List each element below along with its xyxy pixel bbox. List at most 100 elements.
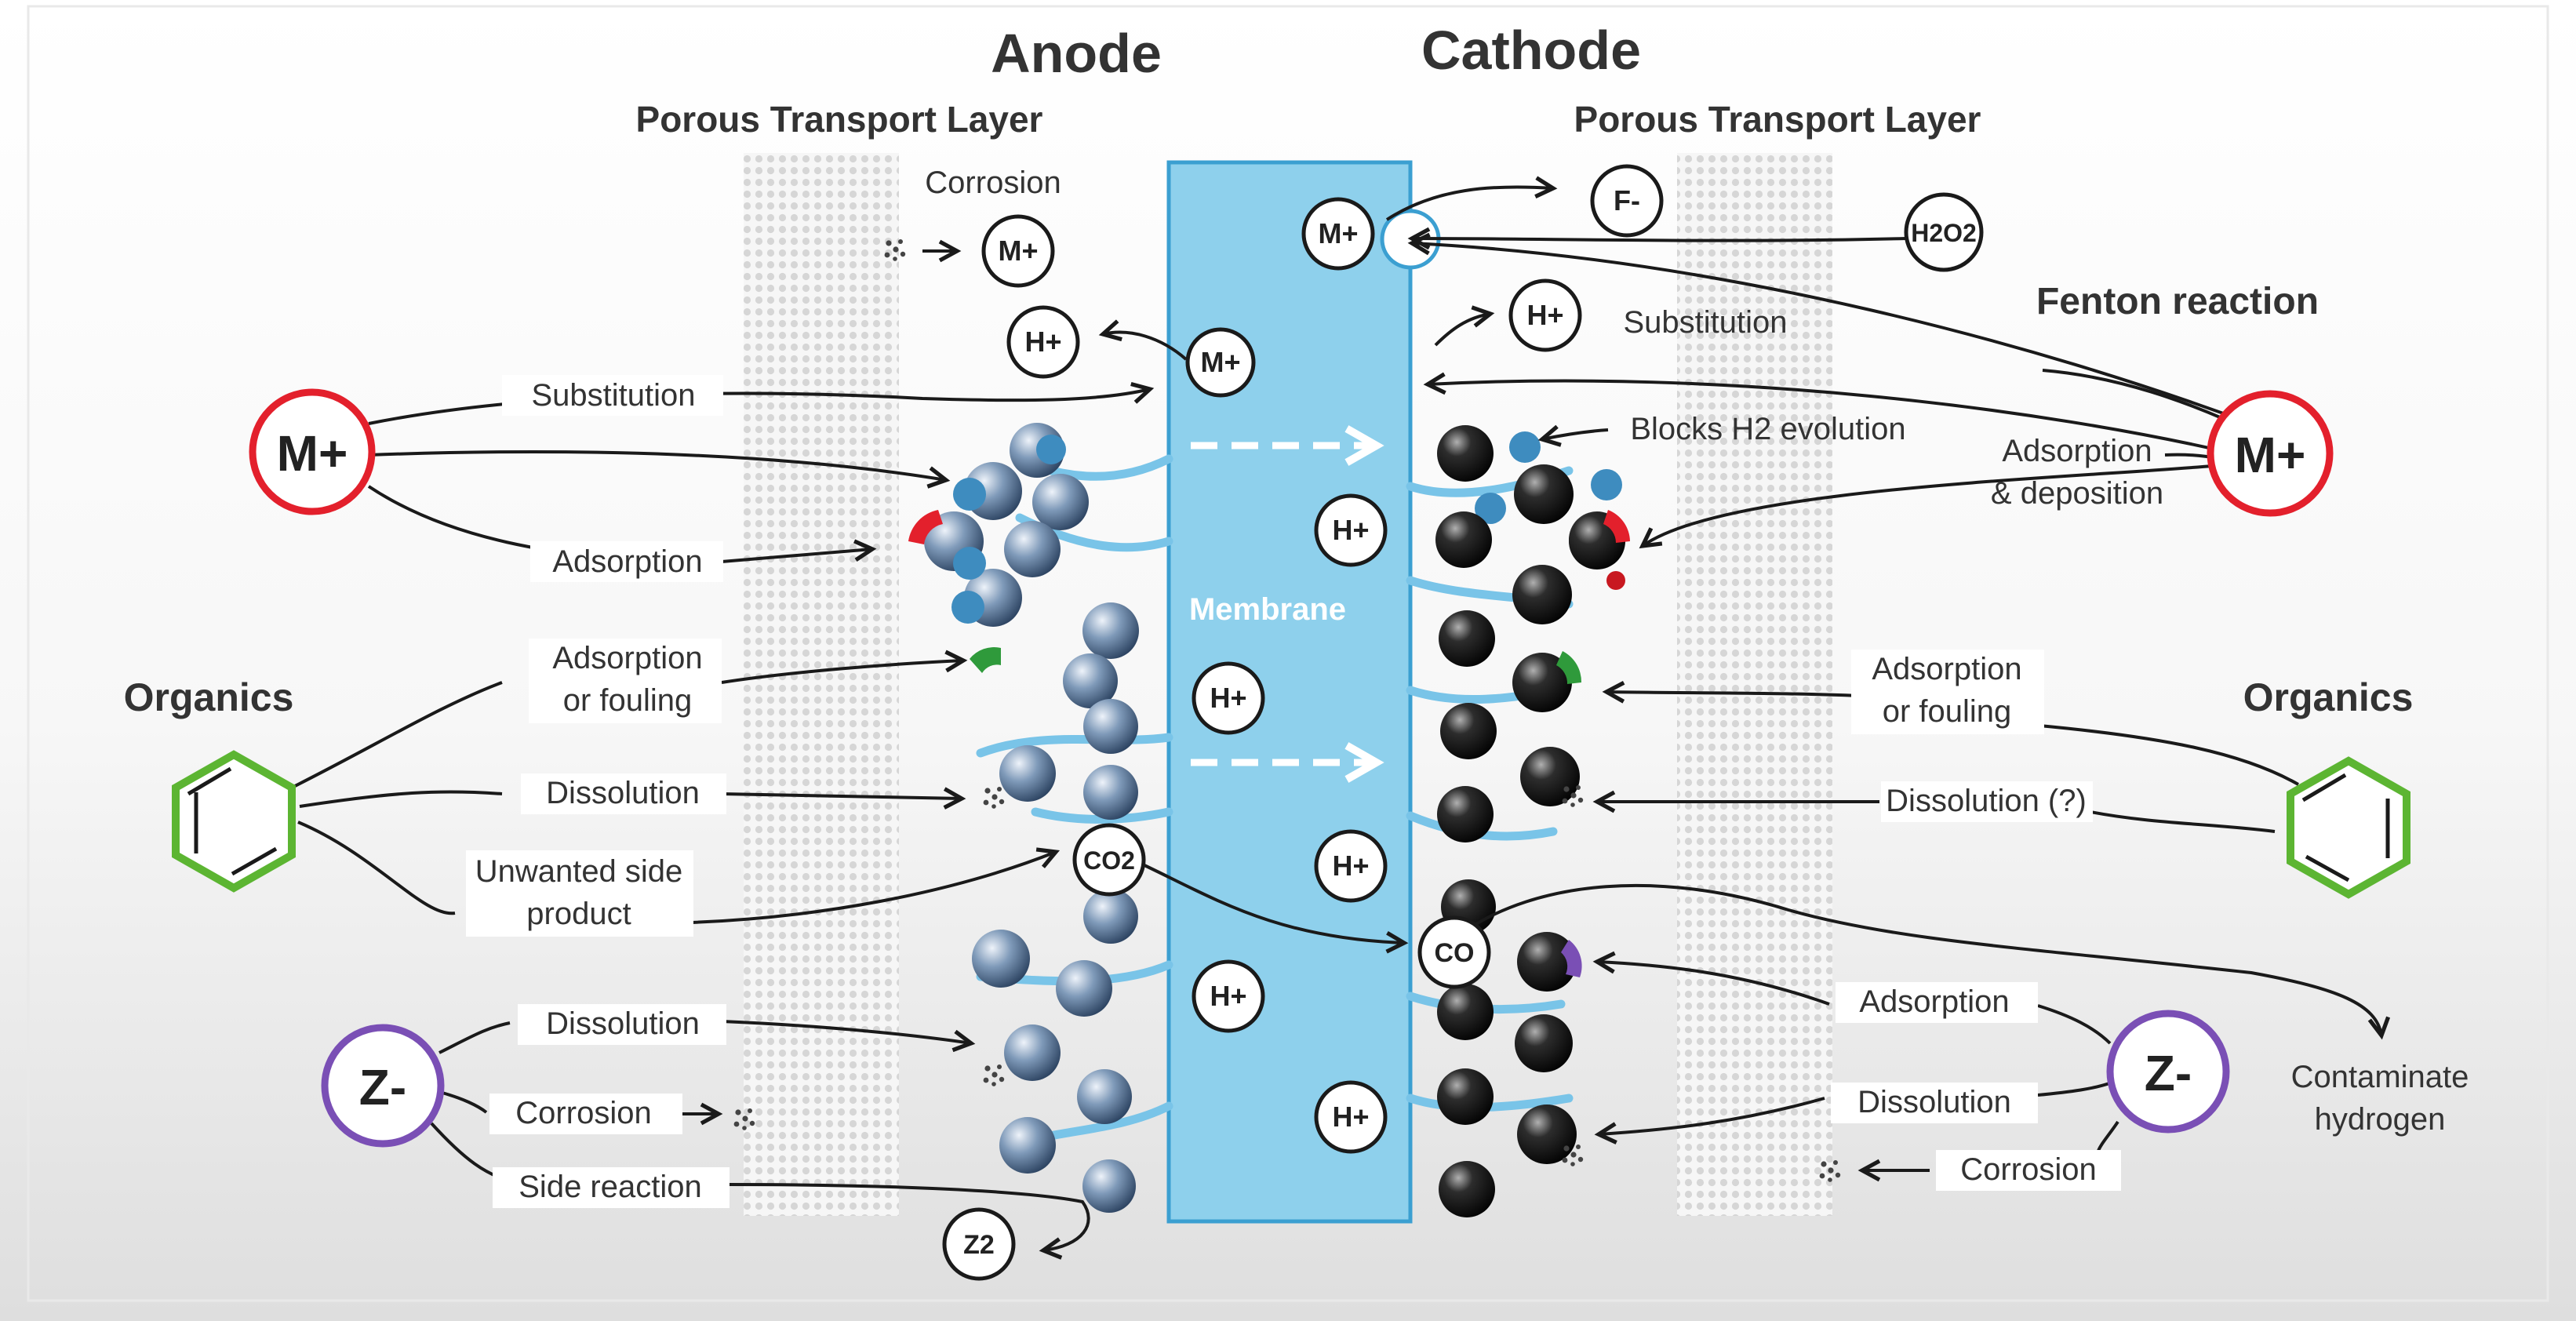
anode-particle xyxy=(1082,1159,1136,1213)
h-plus-membrane-3 xyxy=(1314,829,1388,903)
anion-source-right: Z- xyxy=(2106,1010,2230,1134)
arrow-adsorption-deposition xyxy=(1639,463,2232,549)
adsorbed-m-ion xyxy=(953,478,986,511)
f-minus-label: F- xyxy=(1614,184,1640,217)
cathode-particle xyxy=(1515,1014,1573,1072)
cathode-particle xyxy=(1520,747,1580,806)
adsorption-fouling-left-line1: Adsorption xyxy=(552,641,702,675)
arrow-dissolution-right xyxy=(1594,1097,1825,1145)
anode-particle xyxy=(1004,521,1061,577)
anode-particle xyxy=(1056,960,1112,1017)
anode-particle xyxy=(1083,699,1138,754)
adsorbed-organic-cap-cathode xyxy=(1556,651,1582,684)
cathode-particle xyxy=(1517,932,1577,992)
adsorbed-m-ion xyxy=(1591,469,1622,500)
organics-right-heading: Organics xyxy=(2243,675,2414,719)
metal-ion-source-left: M+ xyxy=(249,388,376,515)
h-plus-membrane-2-label: H+ xyxy=(1210,682,1246,714)
organics-hexagon-left xyxy=(172,750,296,893)
h-plus-membrane-1-label: H+ xyxy=(1332,514,1369,546)
cathode-heading: Cathode xyxy=(1421,20,1641,81)
unwanted-side-product-line2: product xyxy=(526,897,631,931)
arrow-adsorption-right xyxy=(1592,951,1830,1006)
cathode-ptl-heading: Porous Transport Layer xyxy=(1574,99,1981,140)
unwanted-side-product-line1: Unwanted side xyxy=(475,854,683,889)
metal-ion-left-label: M+ xyxy=(277,425,348,482)
corrosion-top-label: Corrosion xyxy=(925,166,1061,200)
cathode-particle xyxy=(1437,786,1494,842)
adsorbed-metal-cap-cathode xyxy=(1603,510,1630,543)
cathode-particle xyxy=(1512,565,1572,624)
adsorption-deposition-line2: & deposition xyxy=(1991,476,2163,511)
substitution-left-label: Substitution xyxy=(531,378,695,413)
adsorption-right-label: Adsorption xyxy=(1859,984,2009,1019)
metal-ion-source-right: M+ xyxy=(2207,390,2334,517)
cathode-particle xyxy=(1439,610,1495,667)
organics-left-heading: Organics xyxy=(124,675,294,719)
anion-left-circle xyxy=(321,1024,445,1148)
corrosion-z-left-label: Corrosion xyxy=(515,1096,651,1130)
h-plus-membrane-5 xyxy=(1314,1080,1388,1154)
adsorbed-metal-cap-anode xyxy=(908,510,943,544)
dissolution-z-left-label: Dissolution xyxy=(546,1006,700,1041)
h-plus-top-left xyxy=(1006,305,1080,379)
adsorbed-h-ion xyxy=(951,591,984,624)
arrow-substitution-right xyxy=(1423,372,2241,457)
fenton-reaction-heading: Fenton reaction xyxy=(2036,281,2319,322)
arrow-to-h-right xyxy=(1434,305,1495,347)
adsorbed-m-ion xyxy=(1475,493,1506,524)
metal-ion-left-circle xyxy=(249,388,376,515)
cathode-particle xyxy=(1512,653,1572,712)
metal-ion-right-label: M+ xyxy=(2235,427,2306,483)
anode-particle xyxy=(1077,1069,1132,1124)
m-plus-notch xyxy=(1301,197,1375,271)
cathode-porous-transport-layer xyxy=(1677,153,1832,1216)
substitution-right-label: Substitution xyxy=(1623,305,1787,340)
proton-flow-arrows xyxy=(1191,425,1384,783)
cathode-particle xyxy=(1517,1104,1577,1164)
m-plus-corrosion xyxy=(981,214,1055,288)
cathode-particle xyxy=(1437,1068,1494,1125)
h-plus-top-left-label: H+ xyxy=(1024,326,1061,358)
co2 xyxy=(1072,823,1146,897)
anion-right-circle xyxy=(2106,1010,2230,1134)
h-plus-substitution-right-label: H+ xyxy=(1526,299,1563,331)
ion-circles: M+ H+ M+ M+ F- H2O2 H+ H+ H+ H+ H+ H+ CO… xyxy=(942,164,1984,1281)
anode-particle xyxy=(1082,602,1139,659)
adsorbed-h-ion xyxy=(953,547,986,580)
dissolution-left-label: Dissolution xyxy=(546,776,700,810)
arrow-unwanted-product xyxy=(689,847,1061,924)
z2-label: Z2 xyxy=(963,1230,995,1260)
corrosion-right-label: Corrosion xyxy=(1960,1152,2096,1187)
anode-particle xyxy=(1083,889,1138,944)
co-label: CO xyxy=(1435,938,1475,968)
dissolution-right-label: Dissolution xyxy=(1857,1085,2011,1119)
anion-left-label: Z- xyxy=(359,1059,406,1115)
anode-ptl-heading: Porous Transport Layer xyxy=(636,99,1043,140)
anode-porous-transport-layer xyxy=(744,153,899,1216)
adsorbed-m-ion xyxy=(1036,435,1066,464)
adsorption-deposition-line1: Adsorption xyxy=(2002,434,2152,468)
anode-particle xyxy=(1004,1024,1061,1081)
co xyxy=(1417,915,1491,989)
contaminate-hydrogen-line2: hydrogen xyxy=(2315,1102,2446,1137)
cathode-particle xyxy=(1440,703,1497,759)
anode-particle xyxy=(999,745,1056,802)
anode-particle xyxy=(1063,653,1118,708)
arrow-m-to-anode xyxy=(368,450,951,489)
h-plus-membrane-4-label: H+ xyxy=(1210,980,1246,1012)
h2o2 xyxy=(1904,192,1984,272)
m-plus-membrane-label: M+ xyxy=(1200,346,1240,378)
arrow-adsorption-fouling-left xyxy=(721,650,968,684)
figure-frame xyxy=(27,5,2549,1302)
anode-heading: Anode xyxy=(991,23,1162,84)
dissolution-q-label: Dissolution (?) xyxy=(1886,784,2087,818)
metal-ion-right-circle xyxy=(2207,390,2334,517)
adsorption-left-label: Adsorption xyxy=(552,544,702,579)
anode-particle xyxy=(1083,765,1138,820)
arrow-co-to-hydrogen xyxy=(1457,883,2391,1040)
cathode-particle xyxy=(1439,1161,1495,1217)
contaminate-hydrogen-line1: Contaminate xyxy=(2291,1060,2469,1094)
deposited-metal-dot xyxy=(1606,571,1625,590)
adsorption-fouling-right-line1: Adsorption xyxy=(1872,652,2021,686)
